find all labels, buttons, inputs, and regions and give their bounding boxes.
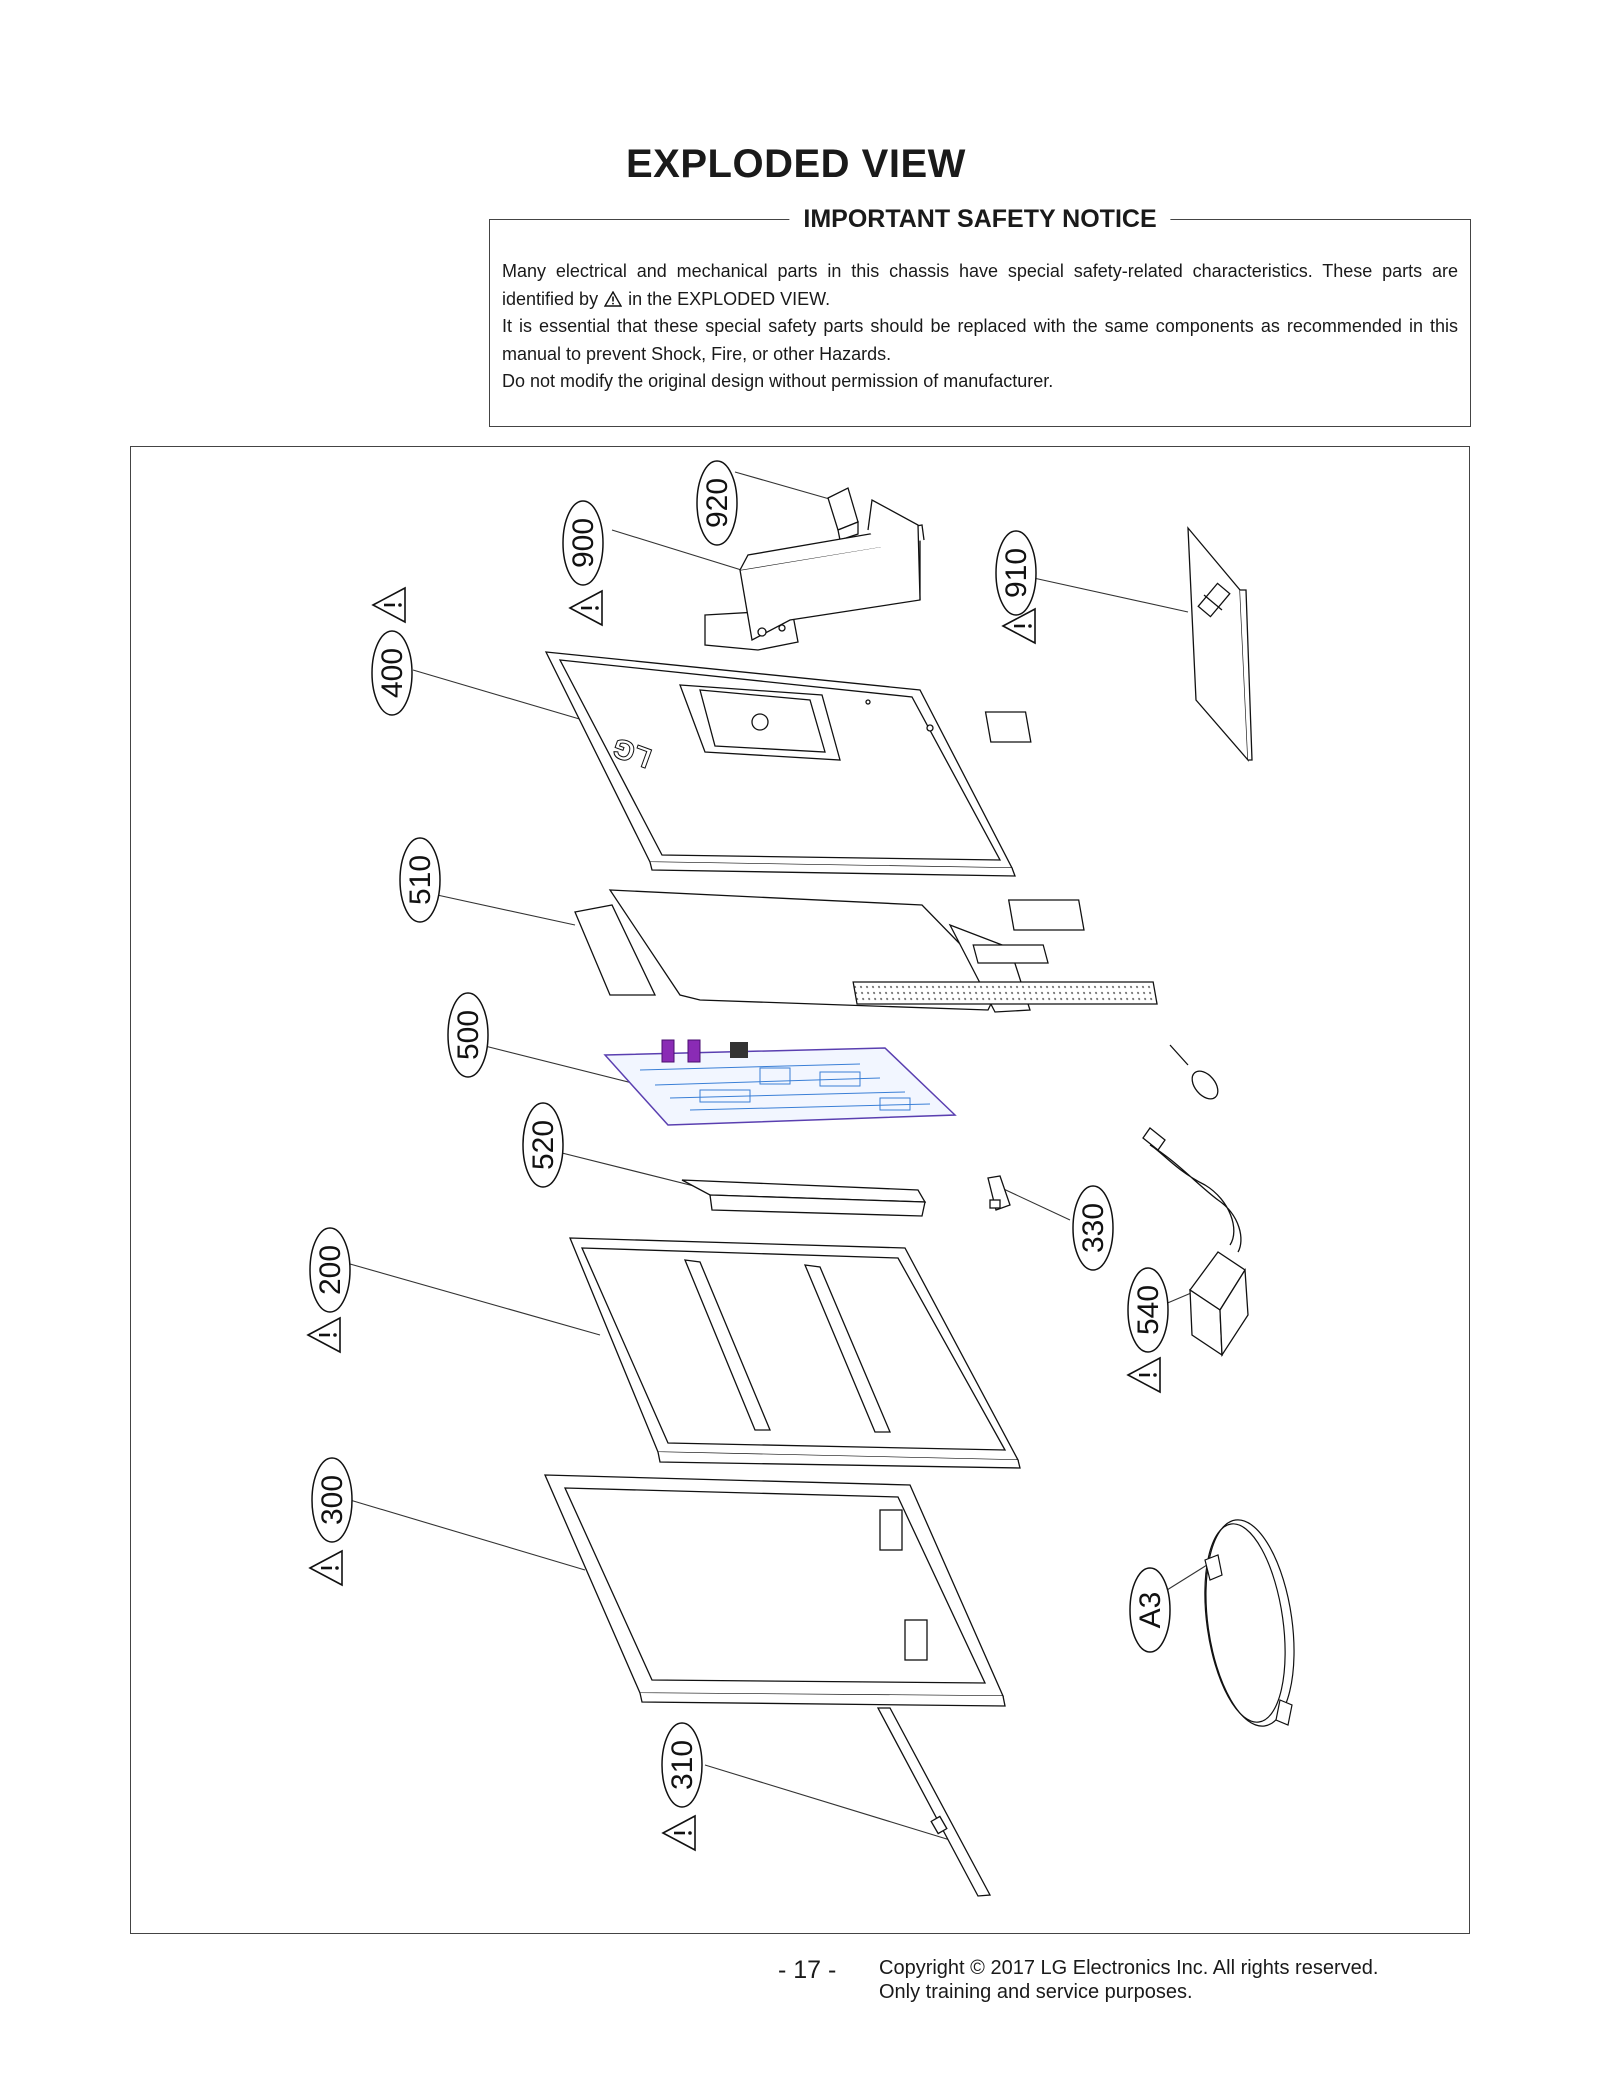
safety-warning-400-icon [371,586,407,624]
notice-paragraph-1: Many electrical and mechanical parts in … [502,258,1458,313]
safety-warning-900-icon [568,589,604,627]
safety-warning-310-icon [661,1814,697,1852]
callout-330-ellipse [1072,1185,1114,1271]
safety-warning-540-icon [1126,1356,1162,1394]
safety-warning-300-icon [308,1549,344,1587]
callout-400-label: 400 [376,648,409,698]
part-330-connector [987,1175,1011,1211]
callout-900-label: 900 [567,518,600,568]
page-title: EXPLODED VIEW [626,142,966,186]
safety-warning-200-icon [306,1316,342,1354]
callout-520-ellipse [522,1102,564,1188]
footer-copyright-line: Copyright © 2017 LG Electronics Inc. All… [879,1957,1379,1979]
part-200-module-chassis [569,1237,1021,1469]
safety-notice-box: IMPORTANT SAFETY NOTICE Many electrical … [489,205,1471,427]
callout-300-label: 300 [316,1475,349,1525]
notice-line-1b: in the EXPLODED VIEW. [628,288,831,309]
callout-920-ellipse [696,460,738,546]
part-a3-power-cord [1204,1519,1295,1727]
callout-900-ellipse [562,500,604,586]
callout-310-label: 310 [666,1740,699,1790]
safety-notice-heading: IMPORTANT SAFETY NOTICE [789,205,1171,234]
footer-usage-line: Only training and service purposes. [879,1981,1193,2003]
safety-notice-text: Many electrical and mechanical parts in … [502,258,1458,396]
callout-300-ellipse [311,1457,353,1543]
part-510-main-frame [574,889,1158,1013]
part-910-back-cover [1187,526,1253,762]
callout-a3-ellipse [1129,1567,1171,1653]
callout-310-ellipse [661,1722,703,1808]
callout-520-label: 520 [527,1120,560,1170]
callout-920-label: 920 [701,478,734,528]
notice-line-1a: Many electrical and mechanical parts in … [502,261,1458,309]
part-400-rear-cabinet [544,651,1032,877]
callout-540-ellipse [1127,1267,1169,1353]
callout-510-ellipse [399,837,441,923]
callout-540-label: 540 [1132,1285,1165,1335]
part-540-adapter [1142,1044,1249,1358]
footer-page-number: - 17 - [778,1956,837,1984]
callout-200-label: 200 [314,1245,347,1295]
part-300-front-bezel [543,1474,1006,1707]
part-520-bracket [681,1179,927,1217]
callout-330-label: 330 [1077,1203,1110,1253]
part-920-hinge-cap [827,487,859,541]
callout-910-label: 910 [1000,548,1033,598]
part-310-led-bar [876,1707,992,1897]
callout-500-ellipse [447,992,489,1078]
callout-400-ellipse [371,630,413,716]
notice-paragraph-3: Do not modify the original design withou… [502,371,1054,391]
callout-510-label: 510 [404,855,437,905]
footer-copyright: Copyright © 2017 LG Electronics Inc. All… [879,1956,1378,2004]
part-900-stand-body [704,498,925,651]
part-500-main-board [603,1039,957,1126]
notice-paragraph-2: It is essential that these special safet… [502,316,1458,364]
exploded-view-frame [130,446,1470,1934]
callout-500-label: 500 [452,1010,485,1060]
callout-a3-label: A3 [1134,1592,1167,1629]
warning-triangle-icon [604,290,623,307]
callout-200-ellipse [309,1227,351,1313]
callout-910-ellipse [995,530,1037,616]
